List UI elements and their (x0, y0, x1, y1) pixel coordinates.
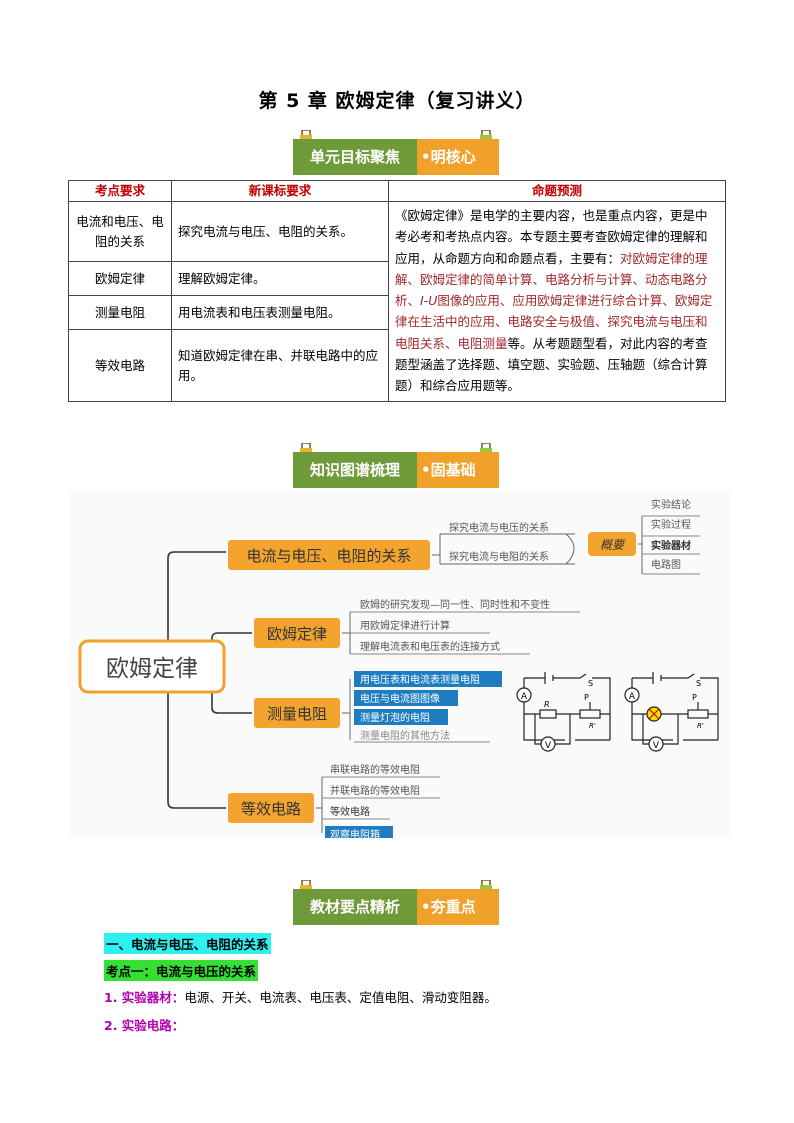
prediction-text: 等。从考题题型看，对此内容的考查题型涵盖了选择题、填空题、实验题、压轴题（综合计… (395, 335, 708, 394)
prediction-highlight: 图像的应用、应用欧姆定律进行综合计算、欧姆定律在生活中的应用、电路安全与极值、探… (395, 293, 713, 351)
mindmap-b1-item: 探究电流与电阻的关系 (449, 550, 549, 563)
prediction-highlight: 对欧姆定律的理解、欧姆定律的简单计算、电路分析与计算、动态电路分析、 (395, 250, 708, 309)
circuit-label-switch: S (588, 679, 593, 688)
mindmap-gaiyao-item: 实验结论 (651, 498, 691, 511)
cell-prediction: 《欧姆定律》是电学的主要内容，也是重点内容，更是中考必考和考热点内容。本专题主要… (388, 201, 726, 402)
mindmap-gaiyao: 概要 (600, 538, 626, 552)
circuit-label-ammeter: A (521, 692, 528, 702)
item-label: 2. 实验电路： (104, 1018, 185, 1033)
mindmap-root: 欧姆定律 (106, 656, 198, 682)
section-banner-goals: 单元目标聚焦 •明核心 (293, 130, 499, 175)
key-point-heading: 考点一：电流与电压的关系 (104, 960, 259, 981)
mindmap-gaiyao-item: 实验过程 (651, 518, 691, 531)
banner-green: 知识图谱梳理 (293, 452, 417, 488)
mindmap-b3-item: 用电压表和电流表测量电阻 (360, 673, 480, 686)
table-row: 欧姆定律 理解欧姆定律。 (68, 261, 726, 296)
header-prediction: 命题预测 (388, 180, 726, 202)
circuit-label-ammeter: A (629, 692, 636, 702)
mindmap-b2-item: 用欧姆定律进行计算 (360, 619, 450, 632)
cell-req: 用电流表和电压表测量电阻。 (171, 295, 389, 330)
mindmap-b4-item: 串联电路的等效电阻 (330, 763, 420, 776)
circuit-label-voltmeter: V (653, 741, 660, 751)
circuit-label-slider: P (584, 693, 589, 702)
banner-green: 教材要点精析 (293, 889, 417, 925)
banner-orange: •固基础 (417, 452, 499, 488)
table-header-row: 考点要求 新课标要求 命题预测 (68, 180, 726, 202)
mindmap-branch-1: 电流与电压、电阻的关系 (246, 547, 411, 565)
cell-req: 探究电流与电压、电阻的关系。 (171, 201, 389, 262)
requirements-table: 考点要求 新课标要求 命题预测 电流和电压、电阻的关系 探究电流与电压、电阻的关… (68, 180, 726, 402)
banner-orange: •夯重点 (417, 889, 499, 925)
table-row: 测量电阻 用电流表和电压表测量电阻。 (68, 295, 726, 330)
circuit-label-resistor: R (544, 700, 550, 709)
page-title: 第 5 章 欧姆定律（复习讲义） (258, 90, 536, 112)
mindmap-b4-item: 观察电阻箱 (330, 828, 380, 838)
mindmap-gaiyao-item: 电路图 (651, 558, 681, 571)
mindmap-b4-item: 并联电路的等效电阻 (330, 784, 420, 797)
cell-topic: 测量电阻 (68, 295, 172, 330)
cell-req: 理解欧姆定律。 (171, 261, 389, 296)
circuit-label-rheostat: R' (589, 722, 596, 730)
circuit-diagram-1 (516, 672, 611, 752)
mindmap-gaiyao-item: 实验器材 (651, 539, 691, 552)
cell-req: 知道欧姆定律在串、并联电路中的应用。 (171, 329, 389, 402)
cell-topic: 欧姆定律 (68, 261, 172, 296)
circuit-label-slider: P (692, 693, 697, 702)
table-row: 等效电路 知道欧姆定律在串、并联电路中的应用。 (68, 329, 726, 402)
circuit-label-rheostat: R' (697, 722, 704, 730)
mindmap-b2-item: 理解电流表和电压表的连接方式 (360, 640, 500, 653)
knowledge-mindmap: 欧姆定律 电流与电压、电阻的关系 探究电流与电压的关系 探究电流与电阻的关系 概… (70, 490, 730, 838)
prediction-iu: I-U (420, 293, 438, 309)
mindmap-b3-item: 电压与电流图图像 (360, 692, 440, 705)
item-text: 电源、开关、电流表、电压表、定值电阻、滑动变阻器。 (184, 990, 497, 1005)
item-circuit: 2. 实验电路： (104, 1015, 184, 1034)
mindmap-b2-item: 欧姆的研究发现—同一性、同时性和不变性 (360, 598, 550, 611)
mindmap-branch-4: 等效电路 (241, 800, 301, 818)
section-banner-knowledge: 知识图谱梳理 •固基础 (293, 443, 499, 488)
section-heading: 一、电流与电压、电阻的关系 (104, 933, 271, 954)
mindmap-b1-item: 探究电流与电压的关系 (449, 521, 549, 534)
mindmap-branch-3: 测量电阻 (267, 705, 327, 723)
header-standard: 新课标要求 (171, 180, 389, 202)
prediction-text: 《欧姆定律》是电学的主要内容，也是重点内容，更是中考必考和考热点内容。本专题主要… (395, 208, 708, 266)
cell-topic: 等效电路 (68, 329, 172, 402)
circuit-diagram-2 (624, 672, 719, 752)
circuit-label-voltmeter: V (545, 741, 552, 751)
item-label: 1. 实验器材： (104, 990, 185, 1005)
banner-green: 单元目标聚焦 (293, 139, 417, 175)
section-banner-textbook: 教材要点精析 •夯重点 (293, 880, 499, 925)
banner-orange: •明核心 (417, 139, 499, 175)
mindmap-branch-2: 欧姆定律 (267, 625, 327, 643)
item-equipment: 1. 实验器材：电源、开关、电流表、电压表、定值电阻、滑动变阻器。 (104, 987, 497, 1006)
header-topic: 考点要求 (68, 180, 172, 202)
mindmap-b3-item: 测量电阻的其他方法 (360, 729, 450, 742)
circuit-label-switch: S (696, 679, 701, 688)
cell-topic: 电流和电压、电阻的关系 (68, 201, 172, 262)
table-row: 电流和电压、电阻的关系 探究电流与电压、电阻的关系。 《欧姆定律》是电学的主要内… (68, 201, 726, 402)
mindmap-b4-item: 等效电路 (330, 805, 370, 818)
mindmap-b3-item: 测量灯泡的电阻 (360, 711, 430, 724)
